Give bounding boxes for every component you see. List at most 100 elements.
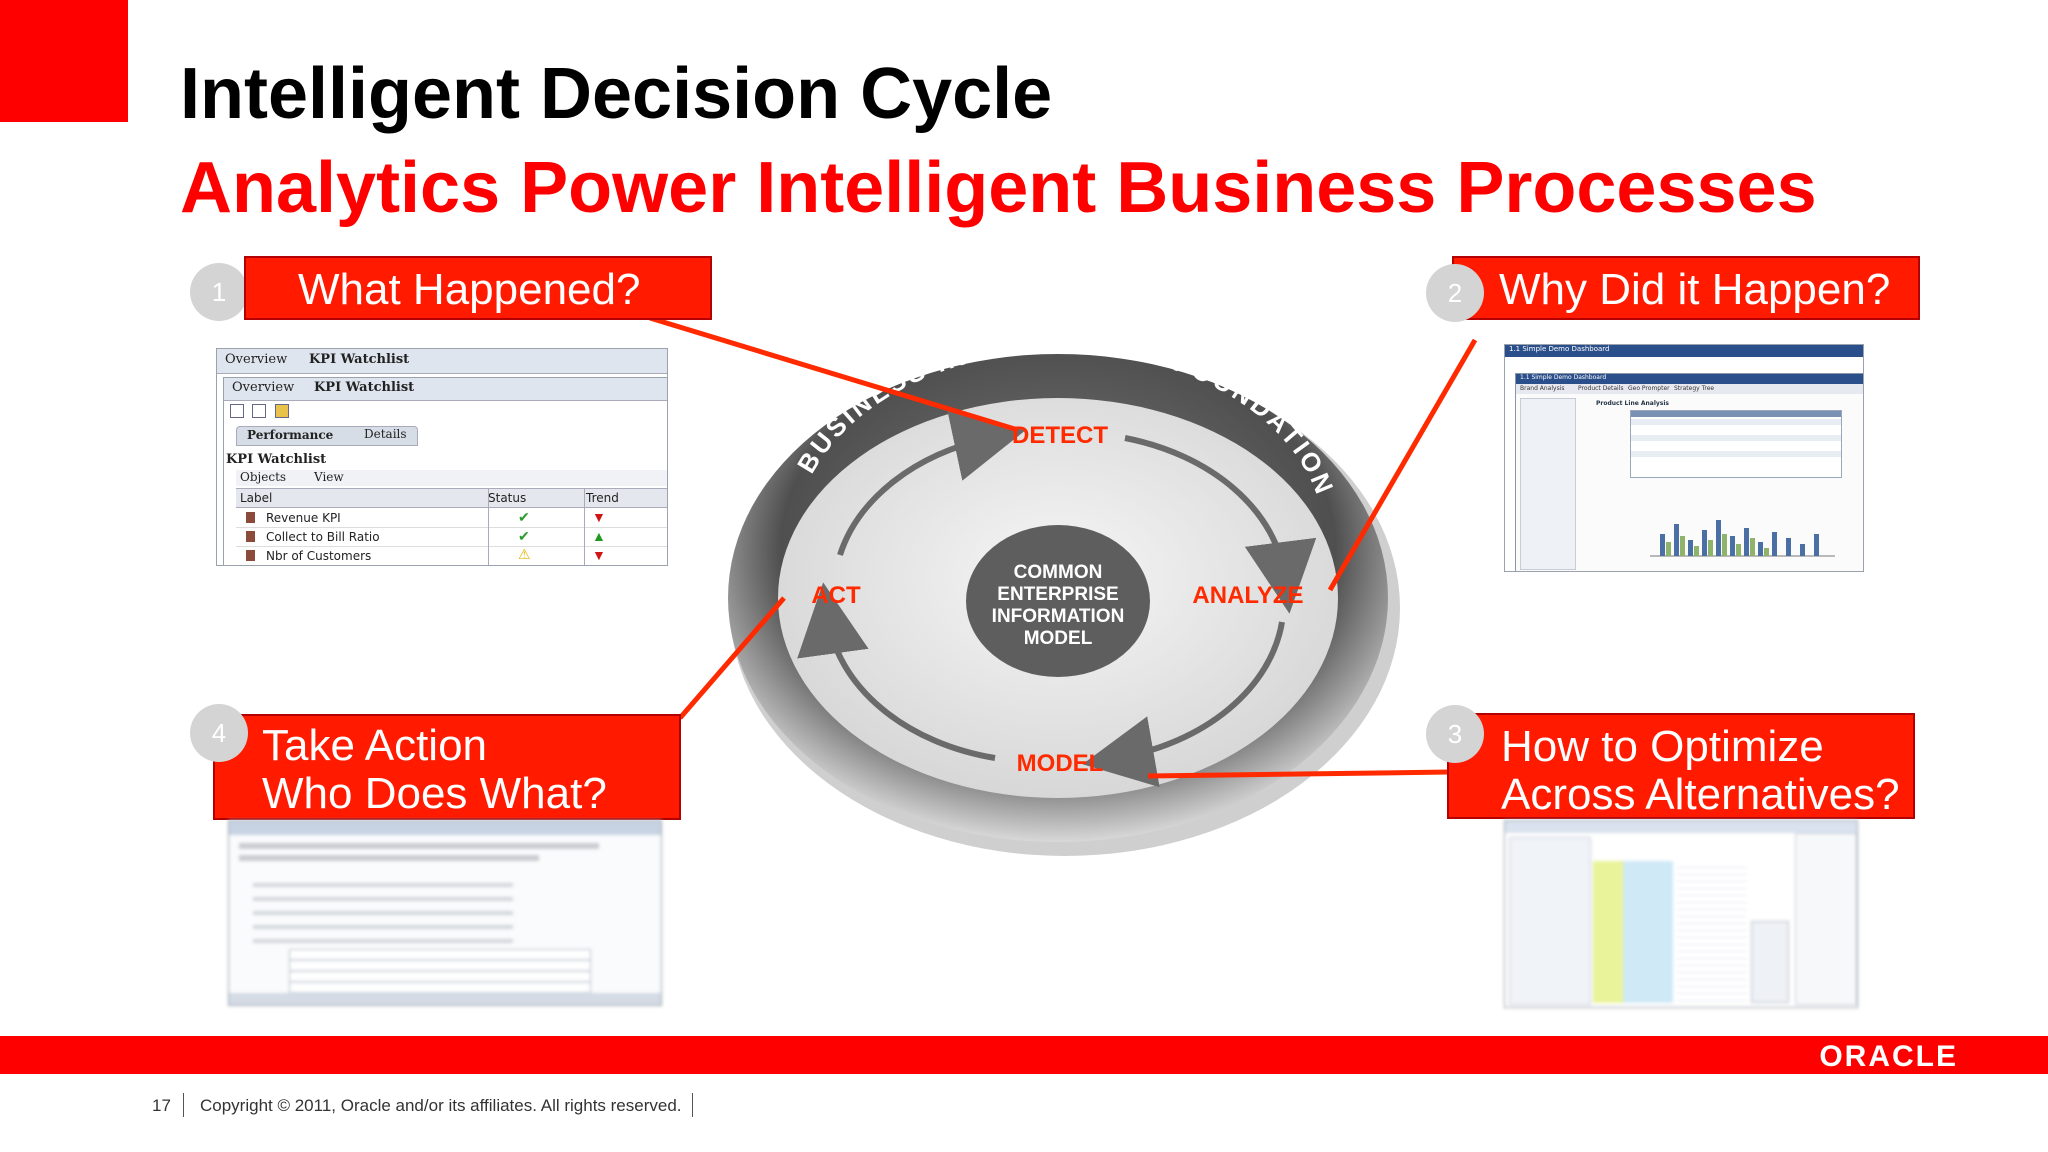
subtab-performance-box[interactable]: Performance bbox=[236, 426, 418, 446]
center-model-disc bbox=[966, 525, 1150, 677]
tab-overview[interactable]: Overview bbox=[232, 380, 295, 395]
pivot-row bbox=[1631, 451, 1841, 457]
stage-model: MODEL bbox=[1017, 750, 1104, 777]
optimization-ribbon bbox=[1505, 821, 1857, 833]
optimization-highlight bbox=[1593, 861, 1623, 1003]
dashboard-title: 1.1 Simple Demo Dashboard bbox=[1509, 345, 1610, 353]
pivot-row bbox=[1631, 459, 1841, 465]
dashboard-front-title: 1.1 Simple Demo Dashboard bbox=[1520, 374, 1607, 381]
center-line-2: ENTERPRISE bbox=[997, 584, 1118, 605]
callout-3-line-1: How to Optimize bbox=[1501, 722, 1824, 771]
kpi-row-3-label: Nbr of Customers bbox=[266, 549, 372, 563]
tab-brand-analysis[interactable]: Brand Analysis bbox=[1520, 385, 1565, 392]
callout-3-line-2: Across Alternatives? bbox=[1501, 770, 1900, 820]
stage-analyze: ANALYZE bbox=[1192, 582, 1303, 609]
oracle-logo: ORACLE bbox=[1819, 1040, 1958, 1073]
callout-1-text: What Happened? bbox=[298, 265, 641, 314]
arrow-act-to-detect bbox=[837, 410, 1026, 556]
prompt-panel[interactable] bbox=[1520, 398, 1576, 570]
tab-kpi-watchlist[interactable]: KPI Watchlist bbox=[314, 380, 415, 395]
action-text-line bbox=[239, 843, 599, 849]
callout-optimize: How to Optimize Across Alternatives? bbox=[1447, 713, 1915, 819]
red-corner-accent bbox=[0, 0, 128, 122]
duplicate-icon[interactable] bbox=[252, 404, 267, 418]
center-line-3: INFORMATION bbox=[992, 606, 1125, 627]
kpi-row-1-label: Revenue KPI bbox=[266, 511, 341, 525]
col-divider bbox=[584, 488, 585, 565]
step-number-2: 2 bbox=[1426, 264, 1484, 322]
tab-geo-prompter[interactable]: Geo Prompter bbox=[1628, 385, 1670, 392]
front-tabbar: Overview KPI Watchlist bbox=[224, 378, 667, 401]
action-screenshot bbox=[228, 820, 662, 1006]
optimization-side-panel bbox=[1795, 833, 1857, 1005]
menu-view[interactable]: View bbox=[314, 470, 344, 484]
callout-4-line-1: Take Action bbox=[262, 721, 488, 770]
optimization-tree bbox=[1509, 837, 1591, 1005]
kpi-row-icon bbox=[246, 550, 255, 561]
arrow-model-to-act bbox=[797, 582, 996, 761]
kpi-row-icon bbox=[246, 512, 255, 523]
menu-objects[interactable]: Objects bbox=[240, 470, 287, 484]
toolbar-icons bbox=[230, 404, 290, 420]
kpi-watchlist-screenshot: Overview KPI Watchlist Overview KPI Watc… bbox=[216, 348, 668, 566]
callout-4-line-2: Who Does What? bbox=[262, 769, 607, 819]
callout-why-happen: Why Did it Happen? bbox=[1452, 256, 1920, 320]
col-status[interactable]: Status bbox=[488, 491, 527, 505]
dashboard-front-titlebar: 1.1 Simple Demo Dashboard bbox=[1516, 374, 1863, 384]
page-number: 17 bbox=[152, 1096, 171, 1115]
kpi-section-title: KPI Watchlist bbox=[226, 452, 327, 467]
analysis-dashboard-screenshot: 1.1 Simple Demo Dashboard 1.1 Simple Dem… bbox=[1504, 344, 1864, 572]
back-tab-overview[interactable]: Overview bbox=[225, 352, 288, 367]
check-icon: ✔ bbox=[518, 528, 530, 544]
connector-2-analyze bbox=[1327, 338, 1478, 592]
connector-1-detect bbox=[649, 315, 1019, 433]
pivot-row bbox=[1631, 419, 1841, 425]
pivot-header bbox=[1631, 411, 1841, 417]
step-number-4: 4 bbox=[190, 704, 248, 762]
subtab-details[interactable]: Details bbox=[364, 427, 407, 441]
trend-down-icon: ▼ bbox=[592, 509, 606, 525]
optimization-grid bbox=[1677, 861, 1747, 1003]
arrow-detect-to-analyze bbox=[1124, 435, 1317, 614]
col-label[interactable]: Label bbox=[240, 491, 273, 505]
action-titlebar bbox=[229, 821, 661, 835]
callout-what-happened: What Happened? bbox=[244, 256, 712, 320]
kpi-row-2[interactable]: Collect to Bill Ratio ✔ ▲ bbox=[236, 527, 667, 547]
footer-divider bbox=[183, 1093, 184, 1117]
bar-chart-thumbnail bbox=[1630, 484, 1840, 564]
kpi-row-1[interactable]: Revenue KPI ✔ ▼ bbox=[236, 508, 667, 528]
slide-title: Intelligent Decision Cycle bbox=[180, 54, 1053, 134]
report-title: Product Line Analysis bbox=[1596, 400, 1669, 407]
center-line-1: COMMON bbox=[1014, 562, 1103, 583]
warning-icon: ⚠ bbox=[518, 546, 531, 562]
callout-take-action: Take Action Who Does What? bbox=[213, 714, 681, 820]
callout-2-text: Why Did it Happen? bbox=[1499, 265, 1891, 314]
slide-subtitle: Analytics Power Intelligent Business Pro… bbox=[180, 148, 1817, 228]
pivot-table bbox=[1630, 410, 1842, 478]
back-tabbar: Overview KPI Watchlist bbox=[217, 349, 667, 374]
step-number-1: 1 bbox=[190, 263, 248, 321]
footer-divider bbox=[692, 1093, 693, 1117]
connector-3-model bbox=[1147, 769, 1451, 779]
kpi-row-3[interactable]: Nbr of Customers ⚠ ▼ bbox=[236, 546, 667, 565]
stage-detect: DETECT bbox=[1012, 422, 1108, 449]
stage-act: ACT bbox=[811, 582, 861, 609]
col-trend[interactable]: Trend bbox=[586, 491, 619, 505]
dashboard-titlebar: 1.1 Simple Demo Dashboard bbox=[1505, 345, 1863, 357]
dashboard-front: 1.1 Simple Demo Dashboard Brand Analysis… bbox=[1515, 373, 1863, 571]
pivot-row bbox=[1631, 443, 1841, 449]
subtab-performance: Performance bbox=[247, 428, 334, 442]
trend-up-icon: ▲ bbox=[592, 528, 606, 544]
back-tab-watchlist[interactable]: KPI Watchlist bbox=[309, 352, 410, 367]
col-divider bbox=[488, 488, 489, 565]
kpi-front-window: Overview KPI Watchlist Performance Detai… bbox=[223, 377, 667, 565]
center-line-4: MODEL bbox=[1024, 628, 1093, 649]
folder-icon[interactable] bbox=[274, 404, 289, 418]
action-parameter-table bbox=[289, 949, 591, 995]
tab-product-details[interactable]: Product Details bbox=[1578, 385, 1624, 392]
tab-strategy-tree[interactable]: Strategy Tree bbox=[1674, 385, 1715, 392]
optimization-screenshot bbox=[1504, 820, 1858, 1008]
copy-icon[interactable] bbox=[230, 404, 244, 418]
check-icon: ✔ bbox=[518, 509, 530, 525]
kpi-table-header: Label Status Trend bbox=[236, 488, 667, 508]
